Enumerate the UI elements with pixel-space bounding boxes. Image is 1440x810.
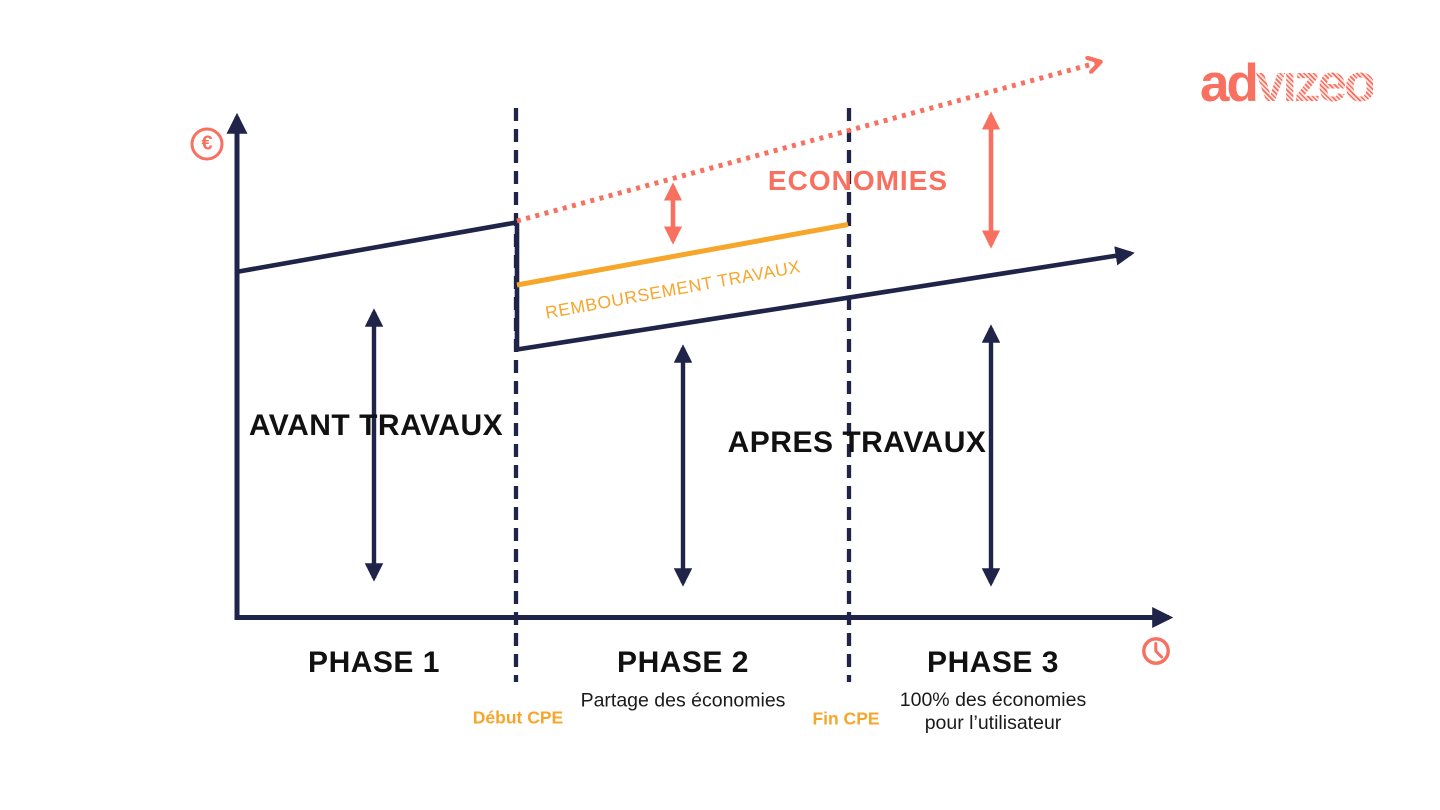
- phase3-sublabel-line2: pour l’utilisateur: [924, 712, 1062, 734]
- avant-travaux-cost-line: [235, 220, 517, 275]
- fin-cpe-label: Fin CPE: [812, 708, 880, 729]
- advizeo-logo: advızeo: [1200, 54, 1377, 113]
- logo-solid-part: ad: [1200, 54, 1259, 113]
- phase2-sublabel: Partage des économies: [580, 689, 786, 712]
- remboursement-travaux-line: [516, 222, 849, 288]
- logo-hatched-part: vızeo: [1255, 54, 1377, 113]
- avant-travaux-label: AVANT TRAVAUX: [248, 409, 504, 442]
- apres-travaux-label: APRES TRAVAUX: [727, 426, 987, 459]
- clock-icon: [1141, 636, 1171, 666]
- euro-symbol: €: [201, 132, 213, 155]
- apres-travaux-cost-line: [516, 246, 1135, 352]
- phase1-label: PHASE 1: [308, 646, 440, 679]
- phase2-label: PHASE 2: [617, 646, 749, 679]
- clock-icon-graphic: [1142, 637, 1170, 665]
- phase3-sublabel-line1: 100% des économies: [899, 689, 1087, 711]
- phase3-label: PHASE 3: [927, 646, 1059, 679]
- cost-without-works-dotted-line: [516, 63, 1098, 224]
- debut-cpe-label: Début CPE: [472, 707, 564, 728]
- economies-label: ECONOMIES: [767, 165, 949, 196]
- euro-icon: €: [190, 127, 224, 161]
